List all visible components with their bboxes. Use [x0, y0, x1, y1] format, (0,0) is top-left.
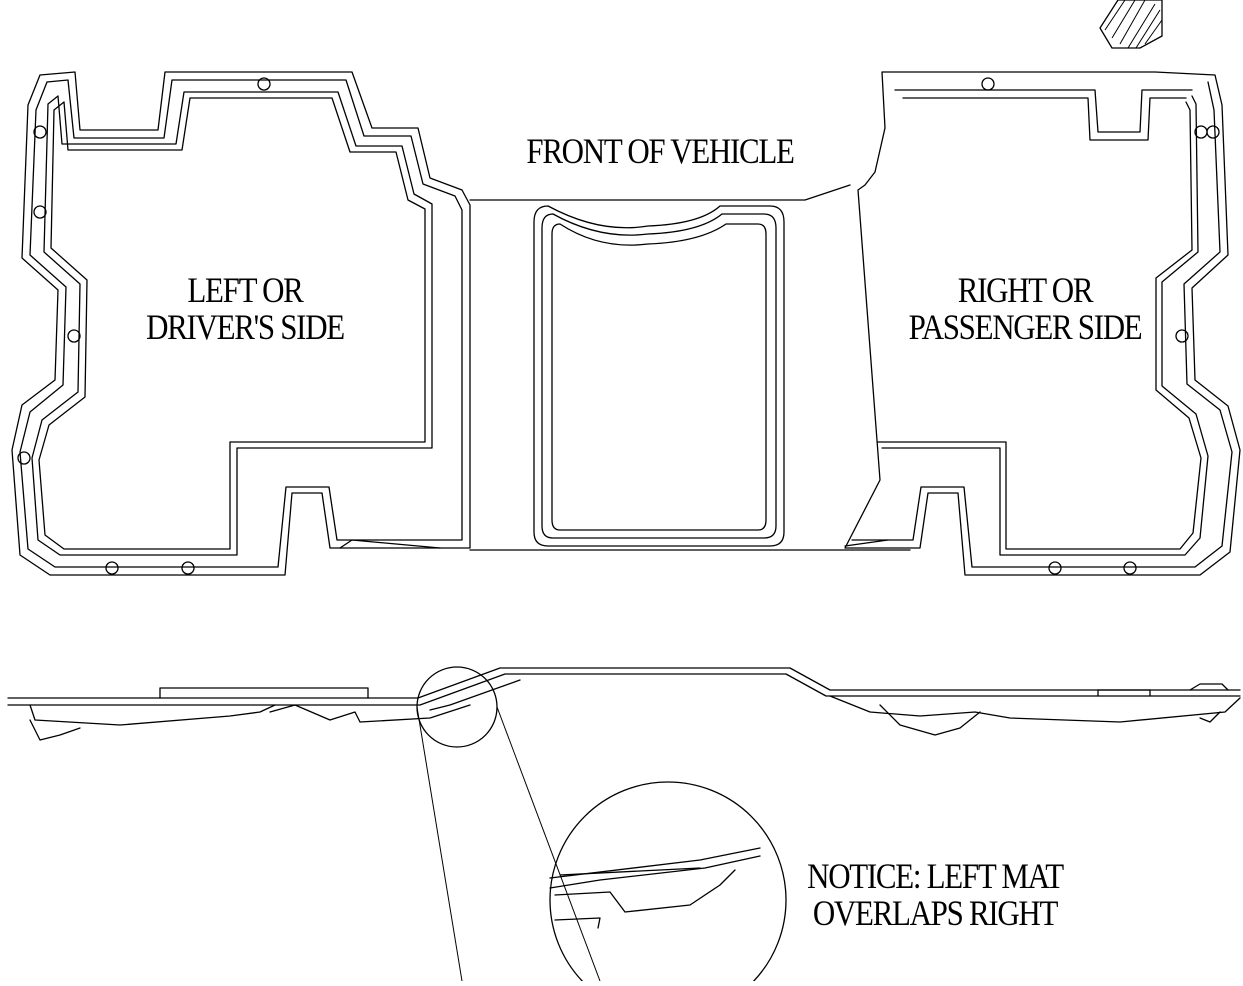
notice-label: NOTICE: LEFT MAT OVERLAPS RIGHT	[793, 858, 1077, 932]
center-tunnel-outline	[469, 184, 911, 551]
left-side-label-line1: LEFT OR	[187, 270, 303, 310]
mat-side-view	[7, 666, 1241, 986]
notice-label-line2: OVERLAPS RIGHT	[812, 893, 1059, 933]
left-side-label-line2: DRIVER'S SIDE	[146, 307, 345, 347]
right-side-label: RIGHT OR PASSENGER SIDE	[892, 272, 1159, 346]
left-side-label: LEFT OR DRIVER'S SIDE	[116, 272, 374, 346]
left-mat-outline	[11, 71, 471, 576]
installation-tool-icon	[1099, 0, 1163, 49]
right-mat-outline	[844, 71, 1241, 576]
right-side-label-line1: RIGHT OR	[957, 270, 1094, 310]
notice-label-line1: NOTICE: LEFT MAT	[807, 856, 1064, 896]
front-of-vehicle-label: FRONT OF VEHICLE	[526, 131, 795, 171]
right-side-label-line2: PASSENGER SIDE	[908, 307, 1143, 347]
mat-top-view	[11, 0, 1241, 576]
